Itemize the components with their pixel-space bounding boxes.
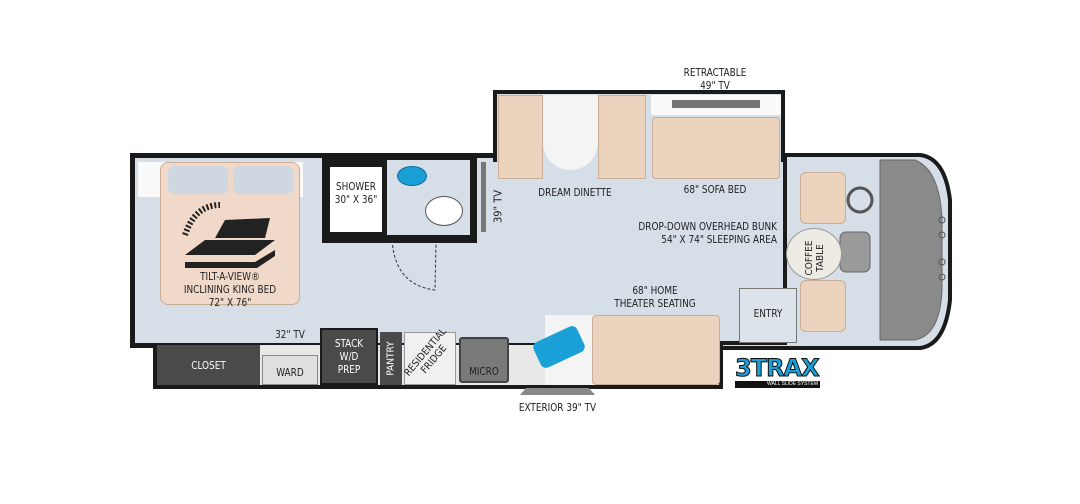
wd-label: W/D — [339, 350, 359, 363]
tv-32-label: 32" TV — [275, 328, 305, 341]
home-theater-seating — [592, 315, 720, 385]
dinette-seat — [498, 95, 543, 179]
logo-sub: WALL SLIDE SYSTEM — [735, 381, 820, 388]
sofa-bed — [652, 117, 780, 179]
tv-39-label: 39" TV — [491, 189, 505, 224]
shower-size: 30" X 36" — [334, 193, 378, 206]
logo-main: 3TRAX — [735, 354, 821, 382]
dinette-table — [543, 95, 598, 170]
pillow — [233, 166, 293, 194]
stack-wd-prep — [320, 328, 378, 385]
closet-label: CLOSET — [191, 359, 226, 372]
3trax-logo: 3TRAX WALL SLIDE SYSTEM — [735, 355, 820, 391]
bunk-label: DROP-DOWN OVERHEAD BUNK — [638, 220, 777, 233]
sink-icon — [397, 166, 427, 186]
passenger-seat — [800, 280, 846, 332]
bunk-size: 54" X 74" SLEEPING AREA — [661, 233, 777, 246]
dream-dinette-label: DREAM DINETTE — [538, 186, 612, 199]
exterior-tv-label: EXTERIOR 39" TV — [518, 401, 597, 414]
bath-tv-39 — [481, 162, 486, 232]
shower-label: SHOWER — [336, 180, 376, 193]
driver-seat — [800, 172, 846, 224]
stack-label: STACK — [334, 337, 364, 350]
sofa-bed-label: 68" SOFA BED — [683, 183, 747, 196]
ward-label: WARD — [276, 366, 304, 379]
toilet-icon — [425, 196, 463, 226]
retractable-size: 49" TV — [700, 79, 730, 92]
coffee-label: COFFEE — [804, 240, 815, 276]
coffee-table — [786, 228, 842, 280]
wardrobe — [262, 355, 318, 385]
bed-label-line2: INCLINING KING BED — [183, 283, 277, 296]
entry-steps — [739, 288, 797, 343]
pantry — [380, 332, 402, 385]
closet — [157, 345, 260, 385]
retractable-label: RETRACTABLE — [683, 66, 747, 79]
retractable-tv — [672, 100, 760, 108]
shower — [330, 167, 382, 232]
table-label: TABLE — [815, 244, 826, 272]
micro-label: MICRO — [469, 365, 499, 378]
entry-label: ENTRY — [753, 307, 783, 320]
dinette-seat — [598, 95, 646, 179]
pantry-label: PANTRY — [385, 341, 397, 376]
bed-label-line3: 72" X 76" — [208, 296, 252, 309]
bed-label-line1: TILT-A-VIEW® — [200, 270, 260, 283]
home-theater-label-2: THEATER SEATING — [614, 297, 696, 310]
home-theater-label-1: 68" HOME — [632, 284, 678, 297]
cooktop-microwave — [459, 337, 509, 383]
steering-wheel-icon — [846, 186, 874, 214]
residential-fridge — [404, 332, 456, 385]
pillow — [168, 166, 228, 194]
exterior-tv — [520, 388, 595, 395]
prep-label: PREP — [337, 363, 361, 376]
